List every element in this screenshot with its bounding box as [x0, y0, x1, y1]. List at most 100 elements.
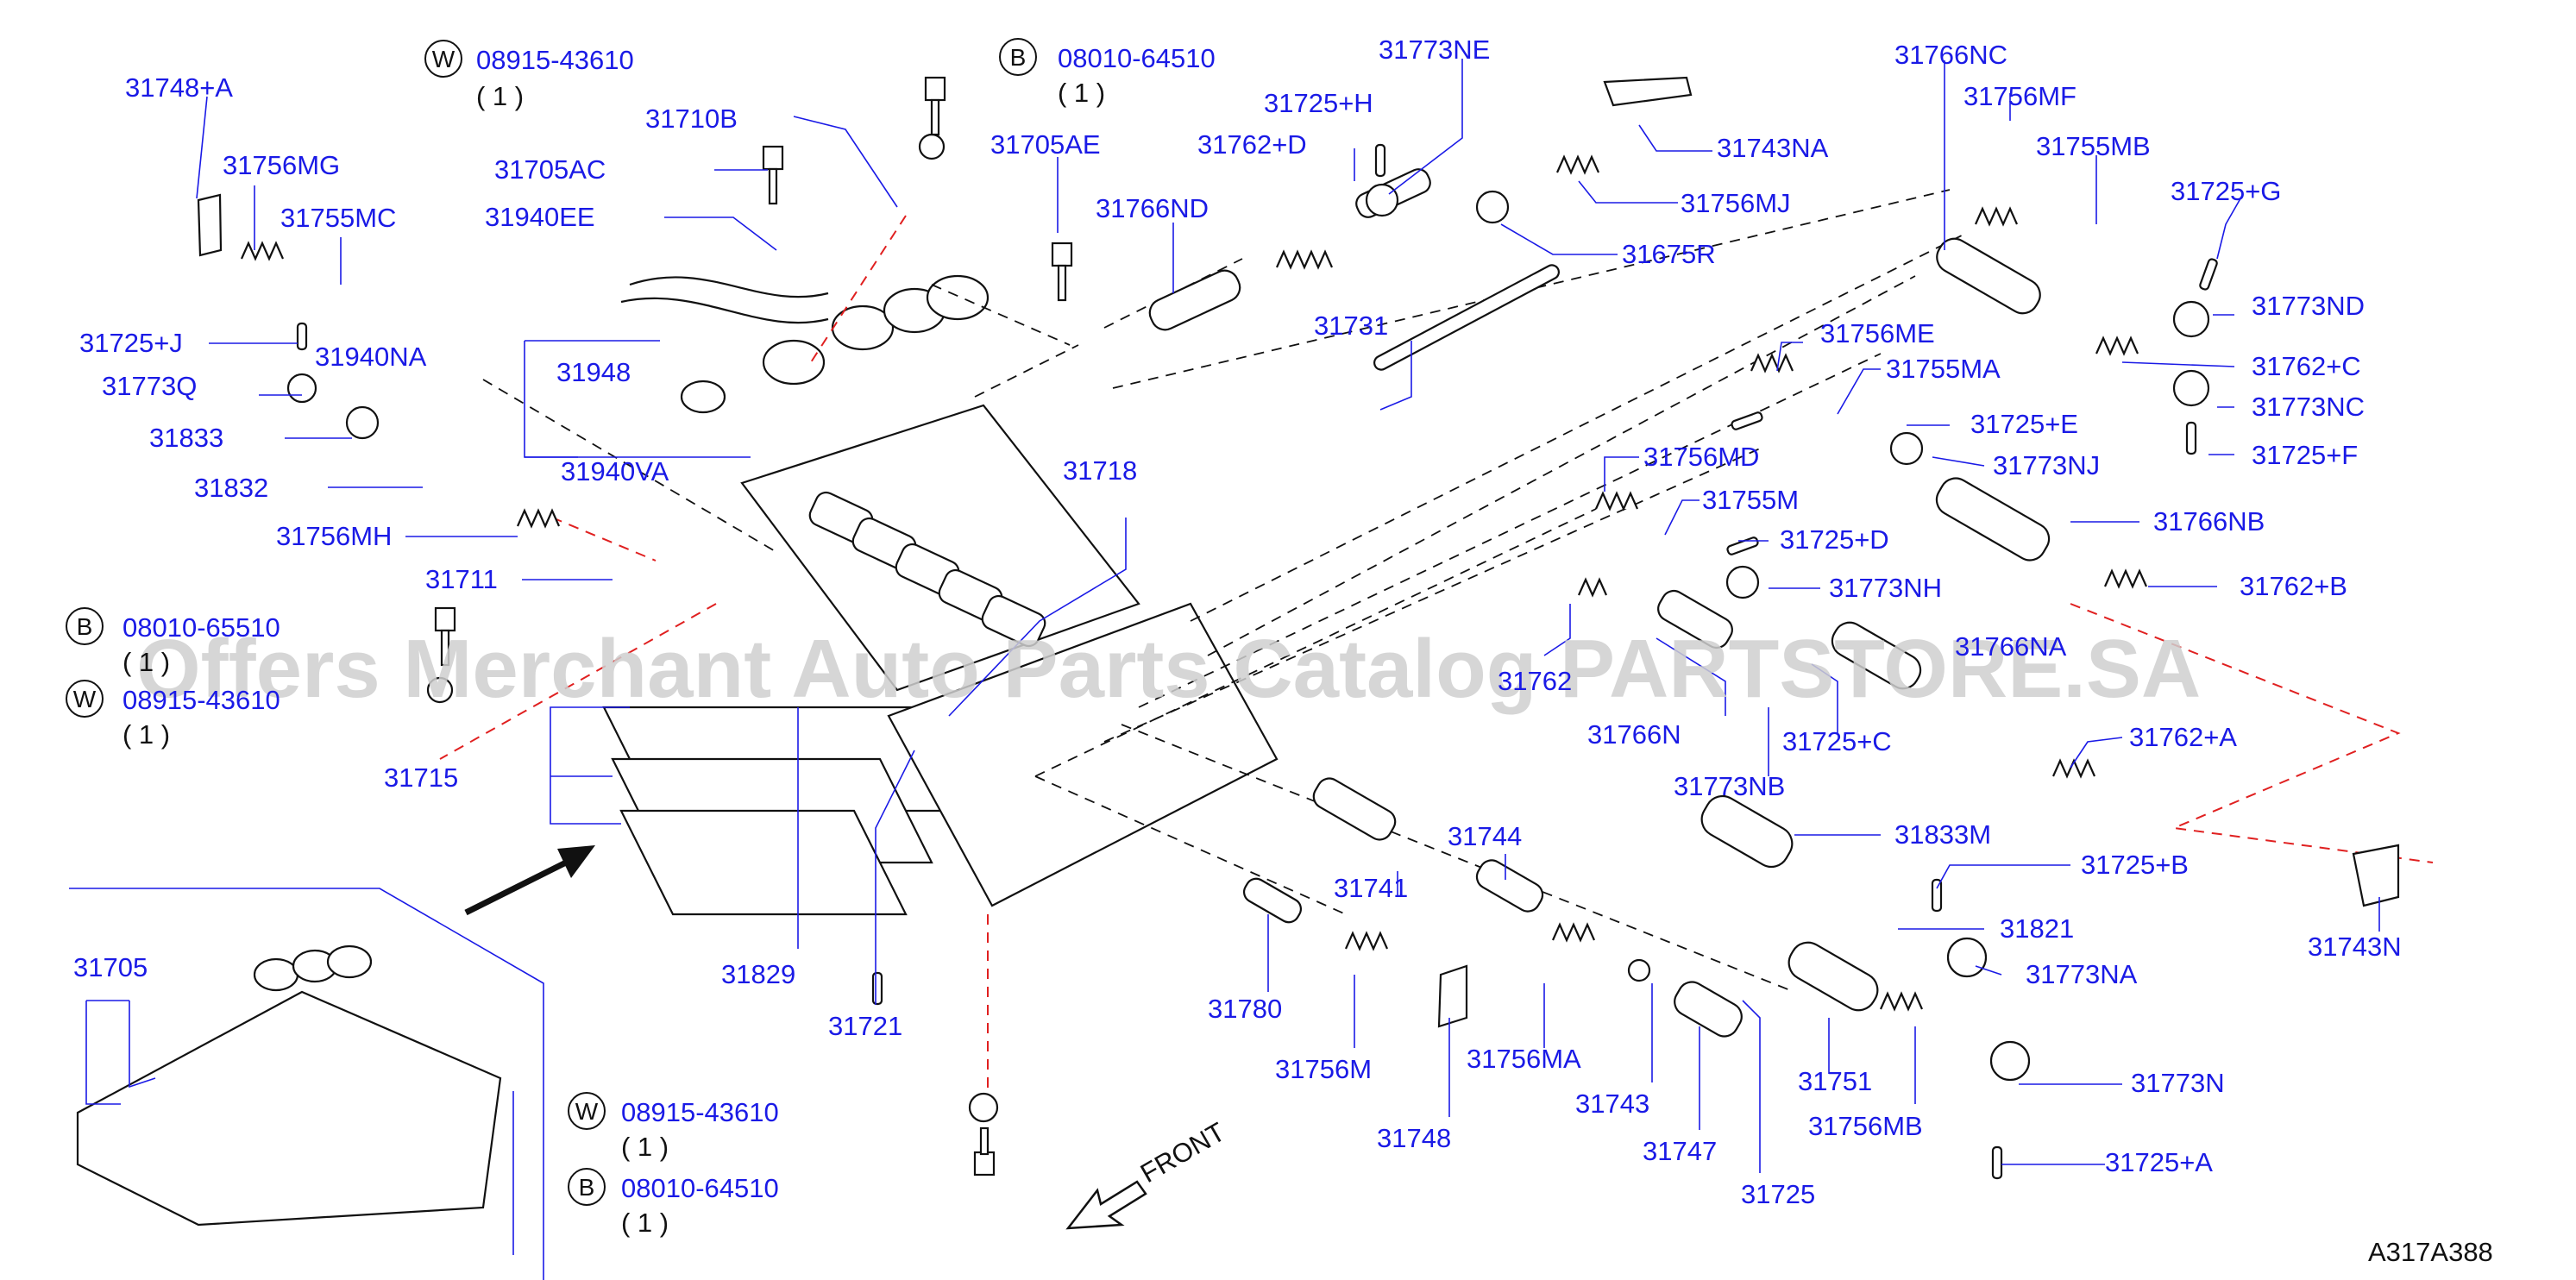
callout-31766nd[interactable]: 31766ND: [1096, 193, 1209, 223]
callout-31756mh[interactable]: 31756MH: [276, 521, 392, 551]
callout-31747[interactable]: 31747: [1643, 1136, 1717, 1166]
fastener-qty: ( 1 ): [621, 1208, 669, 1238]
fastener-qty: ( 1 ): [476, 81, 524, 111]
callout-31833m[interactable]: 31833M: [1894, 819, 1991, 850]
callout-31756m[interactable]: 31756M: [1275, 1054, 1372, 1084]
callout-31762c[interactable]: 31762+C: [2252, 351, 2361, 381]
inset-solenoids: [253, 944, 373, 992]
callout-31755ma[interactable]: 31755MA: [1886, 354, 2001, 384]
callout-31766na[interactable]: 31766NA: [1955, 631, 2067, 662]
callout-31756md[interactable]: 31756MD: [1643, 442, 1759, 472]
callout-31743n[interactable]: 31743N: [2308, 932, 2402, 962]
bolt-symbol-icon: [999, 38, 1037, 76]
callout-31766n[interactable]: 31766N: [1587, 719, 1681, 750]
callout-31756mf[interactable]: 31756MF: [1963, 81, 2077, 111]
callout-31832[interactable]: 31832: [194, 473, 268, 503]
fastener-b-left[interactable]: B 08010-65510 ( 1 ): [66, 607, 280, 677]
callout-31721[interactable]: 31721: [828, 1011, 902, 1041]
callout-31773na[interactable]: 31773NA: [2026, 959, 2138, 989]
callout-31705ae[interactable]: 31705AE: [990, 129, 1101, 160]
fastener-code: 08915-43610: [621, 1097, 779, 1127]
washer-symbol-icon: [424, 40, 462, 78]
callout-31743[interactable]: 31743: [1575, 1089, 1649, 1119]
callout-31833[interactable]: 31833: [149, 423, 223, 453]
callout-31756mg[interactable]: 31756MG: [223, 150, 340, 180]
callout-31756me[interactable]: 31756ME: [1820, 318, 1935, 348]
callout-31710b[interactable]: 31710B: [645, 104, 738, 134]
fastener-symbol: B: [1010, 44, 1027, 71]
callout-31773nj[interactable]: 31773NJ: [1993, 450, 2100, 480]
callout-31725c[interactable]: 31725+C: [1782, 726, 1892, 756]
watermark-text: Offers Merchant Auto Parts Catalog PARTS…: [136, 623, 2201, 715]
assembly-direction-arrow: [464, 845, 595, 916]
callout-31743na[interactable]: 31743NA: [1717, 133, 1829, 163]
callout-31762a[interactable]: 31762+A: [2129, 722, 2237, 752]
callout-31718[interactable]: 31718: [1063, 455, 1137, 486]
fastener-qty: ( 1 ): [1058, 78, 1105, 108]
washer-symbol-icon: [568, 1092, 606, 1130]
callout-31773nh[interactable]: 31773NH: [1829, 573, 1942, 603]
front-arrow-icon: [1065, 1180, 1147, 1230]
callout-31741[interactable]: 31741: [1334, 873, 1408, 903]
callout-31748a[interactable]: 31748+A: [125, 72, 233, 103]
callout-31756mb[interactable]: 31756MB: [1808, 1111, 1923, 1141]
callout-31725[interactable]: 31725: [1741, 1179, 1815, 1209]
fastener-qty: ( 1 ): [123, 647, 170, 677]
callout-31711[interactable]: 31711: [425, 564, 498, 594]
callout-31751[interactable]: 31751: [1798, 1066, 1872, 1096]
callout-31773nd[interactable]: 31773ND: [2252, 291, 2365, 321]
callout-31725d[interactable]: 31725+D: [1780, 524, 1889, 555]
callout-31821[interactable]: 31821: [2000, 913, 2074, 944]
callout-31766nc[interactable]: 31766NC: [1894, 40, 2007, 70]
inset-frame: [69, 888, 544, 1280]
callout-31766nb[interactable]: 31766NB: [2153, 506, 2265, 536]
callout-31748[interactable]: 31748: [1377, 1123, 1451, 1153]
callout-31715[interactable]: 31715: [384, 762, 458, 793]
callout-31773nb[interactable]: 31773NB: [1674, 771, 1785, 801]
callout-31773ne[interactable]: 31773NE: [1379, 35, 1490, 65]
callout-31705[interactable]: 31705: [73, 952, 148, 982]
fastener-symbol: B: [579, 1174, 595, 1201]
callout-31731[interactable]: 31731: [1314, 311, 1388, 341]
fastener-b-bottom[interactable]: B 08010-64510 ( 1 ): [568, 1168, 779, 1238]
callout-31675r[interactable]: 31675R: [1622, 239, 1716, 269]
callout-31755mb[interactable]: 31755MB: [2036, 131, 2151, 161]
fastener-qty: ( 1 ): [621, 1132, 669, 1162]
callout-31773nc[interactable]: 31773NC: [2252, 392, 2365, 422]
callout-31725h[interactable]: 31725+H: [1264, 88, 1373, 118]
fastener-code: 08915-43610: [123, 685, 280, 715]
callout-31725j[interactable]: 31725+J: [79, 328, 183, 358]
callout-31762[interactable]: 31762: [1498, 666, 1572, 696]
callout-31725e[interactable]: 31725+E: [1970, 409, 2078, 439]
callout-31725f[interactable]: 31725+F: [2252, 440, 2358, 470]
callout-31762d[interactable]: 31762+D: [1197, 129, 1307, 160]
callout-31725g[interactable]: 31725+G: [2171, 176, 2281, 206]
assembly-paths: [439, 189, 2434, 1104]
callout-31744[interactable]: 31744: [1448, 821, 1522, 851]
callout-31762b[interactable]: 31762+B: [2240, 571, 2347, 601]
callout-31725b[interactable]: 31725+B: [2081, 850, 2189, 880]
callout-31829[interactable]: 31829: [721, 959, 795, 989]
callout-31755m[interactable]: 31755M: [1702, 485, 1799, 515]
valve-body-drawing: [76, 274, 1279, 1227]
fastener-b-top[interactable]: B 08010-64510 ( 1 ): [999, 38, 1216, 108]
callout-31940va[interactable]: 31940VA: [561, 456, 669, 486]
fastener-w-bottom[interactable]: W 08915-43610 ( 1 ): [568, 1092, 779, 1162]
callout-31705ac[interactable]: 31705AC: [494, 154, 606, 185]
callout-31940ee[interactable]: 31940EE: [485, 202, 595, 232]
callout-31756ma[interactable]: 31756MA: [1467, 1044, 1581, 1074]
callout-31756mj[interactable]: 31756MJ: [1681, 188, 1791, 218]
callout-31940na[interactable]: 31940NA: [315, 342, 427, 372]
callout-31948[interactable]: 31948: [556, 357, 631, 387]
fastener-w-left[interactable]: W 08915-43610 ( 1 ): [66, 680, 280, 750]
fastener-code: 08010-64510: [621, 1173, 779, 1203]
body-spools: [808, 491, 1046, 648]
callout-31780[interactable]: 31780: [1208, 994, 1282, 1024]
callout-31773n[interactable]: 31773N: [2131, 1068, 2225, 1098]
fastener-w-top[interactable]: W 08915-43610 ( 1 ): [424, 40, 634, 111]
fastener-symbol: W: [432, 46, 456, 72]
callout-31725a[interactable]: 31725+A: [2105, 1147, 2213, 1177]
callout-31773q[interactable]: 31773Q: [102, 371, 197, 401]
callout-31755mc[interactable]: 31755MC: [280, 203, 396, 233]
